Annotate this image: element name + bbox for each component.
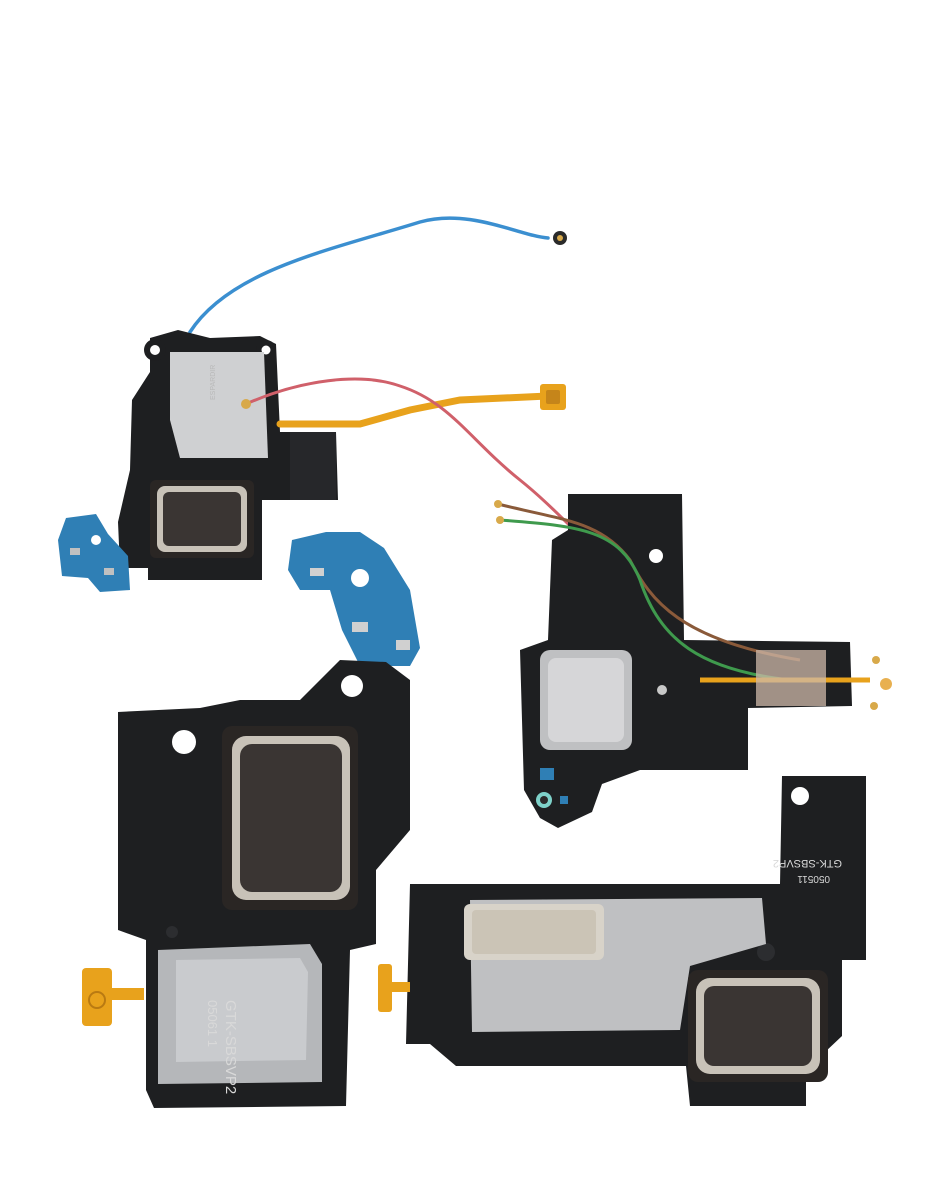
large-speaker-flex bbox=[82, 968, 112, 1026]
small-speaker-membrane bbox=[163, 492, 241, 546]
bottom-speaker-membrane bbox=[704, 986, 812, 1066]
small-speaker-metal-plate bbox=[170, 352, 268, 458]
small-speaker-flex bbox=[276, 392, 552, 428]
blue-antenna-wire bbox=[188, 216, 550, 334]
svg-text:ESPARDIR: ESPARDIR bbox=[210, 365, 217, 400]
large-left-speaker: GTK-SBSVP2 05061 1 bbox=[82, 532, 420, 1108]
bottom-speaker-label-line1: GTK-SBSVP2 bbox=[773, 857, 842, 869]
large-speaker-pcb bbox=[288, 532, 420, 666]
bottom-right-speaker: GTK-SBSVP2 050511 bbox=[378, 776, 866, 1106]
right-antenna-module bbox=[494, 494, 892, 828]
kapton-tape bbox=[756, 650, 826, 706]
bottom-speaker-flex bbox=[378, 964, 392, 1012]
large-speaker-label-line2: 05061 1 bbox=[205, 1000, 220, 1047]
bottom-speaker-label-line2: 050511 bbox=[797, 873, 830, 884]
large-speaker-label-line1: GTK-SBSVP2 bbox=[222, 1000, 239, 1094]
green-wire bbox=[499, 518, 791, 682]
large-speaker-membrane bbox=[240, 744, 342, 892]
